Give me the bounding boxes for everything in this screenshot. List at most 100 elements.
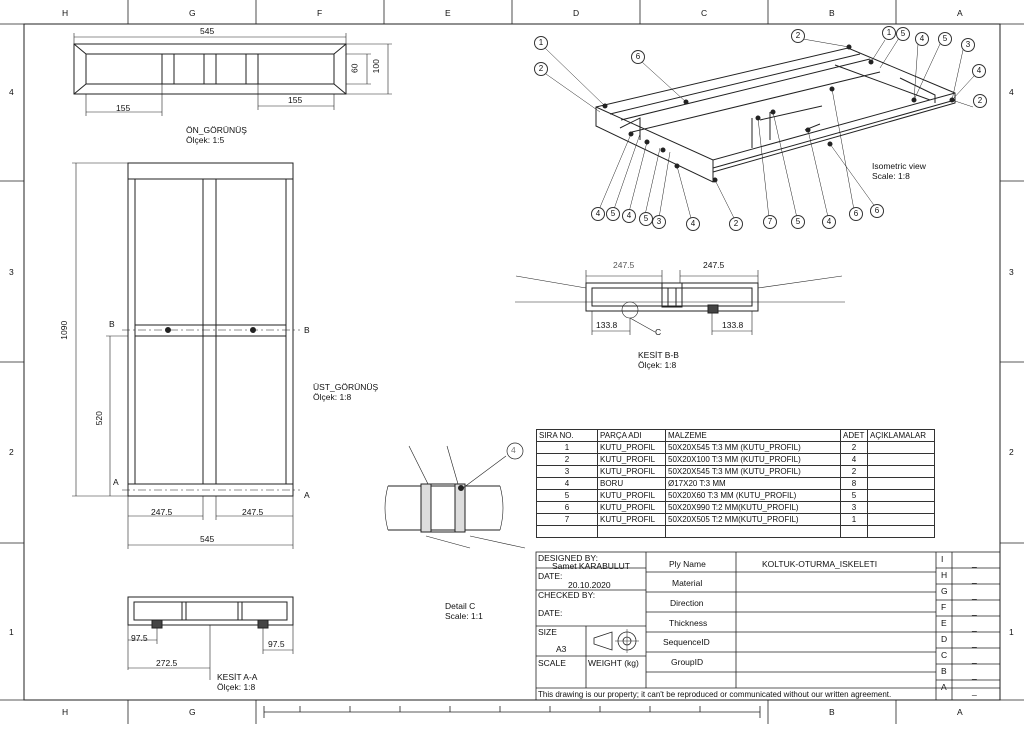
iso-balloon: 3 bbox=[961, 38, 975, 52]
iso-balloon: 1 bbox=[534, 36, 548, 50]
zone-row-1-right: 1 bbox=[1009, 627, 1014, 637]
iso-balloon: 2 bbox=[791, 29, 805, 43]
revision-value: _ bbox=[972, 590, 977, 600]
top-dim-half: 520 bbox=[93, 411, 104, 426]
detail-c-balloon: 4 bbox=[511, 445, 516, 455]
iso-balloon: 5 bbox=[896, 27, 910, 41]
zone-col-a: A bbox=[957, 8, 963, 18]
section-bb-title: KESİT B-B bbox=[638, 350, 679, 360]
iso-balloon: 3 bbox=[652, 215, 666, 229]
field-ply-name: Ply Name bbox=[669, 559, 706, 569]
bom-header-no: SIRA NO. bbox=[536, 429, 598, 442]
title-block-frame bbox=[535, 551, 1001, 701]
bom-cell: 2 bbox=[840, 441, 868, 454]
zone-row-2: 2 bbox=[9, 447, 14, 457]
date2-label: DATE: bbox=[538, 608, 563, 618]
bb-dim-right-bottom: 133.8 bbox=[722, 320, 744, 330]
ply-name-value: KOLTUK-OTURMA_ISKELETI bbox=[762, 559, 878, 569]
detail-c-title: Detail C bbox=[445, 601, 476, 611]
zone-row-4: 4 bbox=[9, 87, 14, 97]
revision-letter: B bbox=[941, 666, 947, 676]
front-dim-outer-height: 100 bbox=[370, 59, 381, 74]
front-dim-left: 155 bbox=[116, 103, 131, 113]
field-material: Material bbox=[672, 578, 703, 588]
iso-scale: Scale: 1:8 bbox=[872, 171, 910, 181]
bom-header-notes: AÇIKLAMALAR bbox=[867, 429, 935, 442]
scale-ruler bbox=[263, 706, 761, 718]
weight-label: WEIGHT (kg) bbox=[588, 658, 639, 668]
bom-cell: KUTU_PROFIL bbox=[597, 441, 666, 454]
bom-cell: 4 bbox=[840, 453, 868, 466]
top-dim-left: 247.5 bbox=[151, 507, 173, 517]
iso-balloon: 4 bbox=[591, 207, 605, 221]
bom-cell: 5 bbox=[840, 489, 868, 502]
iso-balloon: 4 bbox=[822, 215, 836, 229]
bom-cell: 50X20X990 T:2 MM(KUTU_PROFIL) bbox=[665, 501, 841, 514]
section-b-marker-left: B bbox=[109, 319, 115, 329]
zone-col-f: F bbox=[317, 8, 323, 18]
zone-row-4-right: 4 bbox=[1009, 87, 1014, 97]
revision-value: _ bbox=[972, 558, 977, 568]
iso-leaders bbox=[544, 37, 975, 223]
bom-cell: KUTU_PROFIL bbox=[597, 501, 666, 514]
iso-balloon: 1 bbox=[882, 26, 896, 40]
aa-dim-right: 97.5 bbox=[268, 639, 285, 649]
revision-value: _ bbox=[972, 606, 977, 616]
iso-balloon: 6 bbox=[631, 50, 645, 64]
bom-row-empty bbox=[536, 525, 935, 538]
zone-col-g-bottom: G bbox=[189, 707, 196, 717]
iso-balloon: 5 bbox=[791, 215, 805, 229]
iso-balloon: 4 bbox=[915, 32, 929, 46]
bb-dim-left-bottom: 133.8 bbox=[596, 320, 618, 330]
section-bb-scale: Ölçek: 1:8 bbox=[638, 360, 677, 370]
bom-cell: 2 bbox=[840, 465, 868, 478]
bom-cell: 50X20X505 T:2 MM(KUTU_PROFIL) bbox=[665, 513, 841, 526]
bom-cell: KUTU_PROFIL bbox=[597, 489, 666, 502]
zone-col-d: D bbox=[573, 8, 580, 18]
bb-dim-left-top: 247.5 bbox=[613, 260, 635, 270]
bom-cell: Ø17X20 T:3 MM bbox=[665, 477, 841, 490]
revision-letter: H bbox=[941, 570, 948, 580]
iso-balloon: 2 bbox=[973, 94, 987, 108]
bom-cell bbox=[867, 489, 935, 502]
front-view bbox=[73, 33, 392, 116]
bom-header-material: MALZEME bbox=[665, 429, 841, 442]
front-dim-right: 155 bbox=[288, 95, 303, 105]
front-view-title: ÖN_GÖRÜNÜŞ bbox=[186, 125, 247, 135]
design-date: 20.10.2020 bbox=[568, 580, 611, 590]
revision-value: _ bbox=[972, 686, 977, 696]
bom-cell: KUTU_PROFIL bbox=[597, 465, 666, 478]
top-dim-length: 1090 bbox=[59, 320, 70, 340]
section-aa-view bbox=[127, 596, 294, 680]
bom-cell bbox=[867, 513, 935, 526]
bom-cell bbox=[867, 465, 935, 478]
revision-letter: C bbox=[941, 650, 948, 660]
bom-cell: 50X20X545 T:3 MM (KUTU_PROFIL) bbox=[665, 441, 841, 454]
field-group-id: GroupID bbox=[671, 657, 704, 667]
bom-cell: 2 bbox=[536, 453, 598, 466]
revision-value: _ bbox=[972, 622, 977, 632]
bom-header-part: PARÇA ADI bbox=[597, 429, 666, 442]
iso-title: Isometric view bbox=[872, 161, 926, 171]
scale-label: SCALE bbox=[538, 658, 566, 668]
front-dim-inner-height: 60 bbox=[349, 63, 360, 73]
bb-dim-right-top: 247.5 bbox=[703, 260, 725, 270]
top-view bbox=[72, 162, 300, 549]
iso-balloon: 7 bbox=[763, 215, 777, 229]
zone-col-h-bottom: H bbox=[62, 707, 69, 717]
revision-letter: G bbox=[941, 586, 948, 596]
bom-cell: 5 bbox=[536, 489, 598, 502]
ownership-notice: This drawing is our property; it can't b… bbox=[538, 690, 892, 699]
bom-cell bbox=[867, 501, 935, 514]
zone-col-e: E bbox=[445, 8, 451, 18]
iso-balloon: 5 bbox=[938, 32, 952, 46]
iso-balloon: 2 bbox=[534, 62, 548, 76]
zone-col-h: H bbox=[62, 8, 69, 18]
section-bb-view bbox=[515, 270, 845, 335]
top-view-scale: Ölçek: 1:8 bbox=[313, 392, 352, 402]
